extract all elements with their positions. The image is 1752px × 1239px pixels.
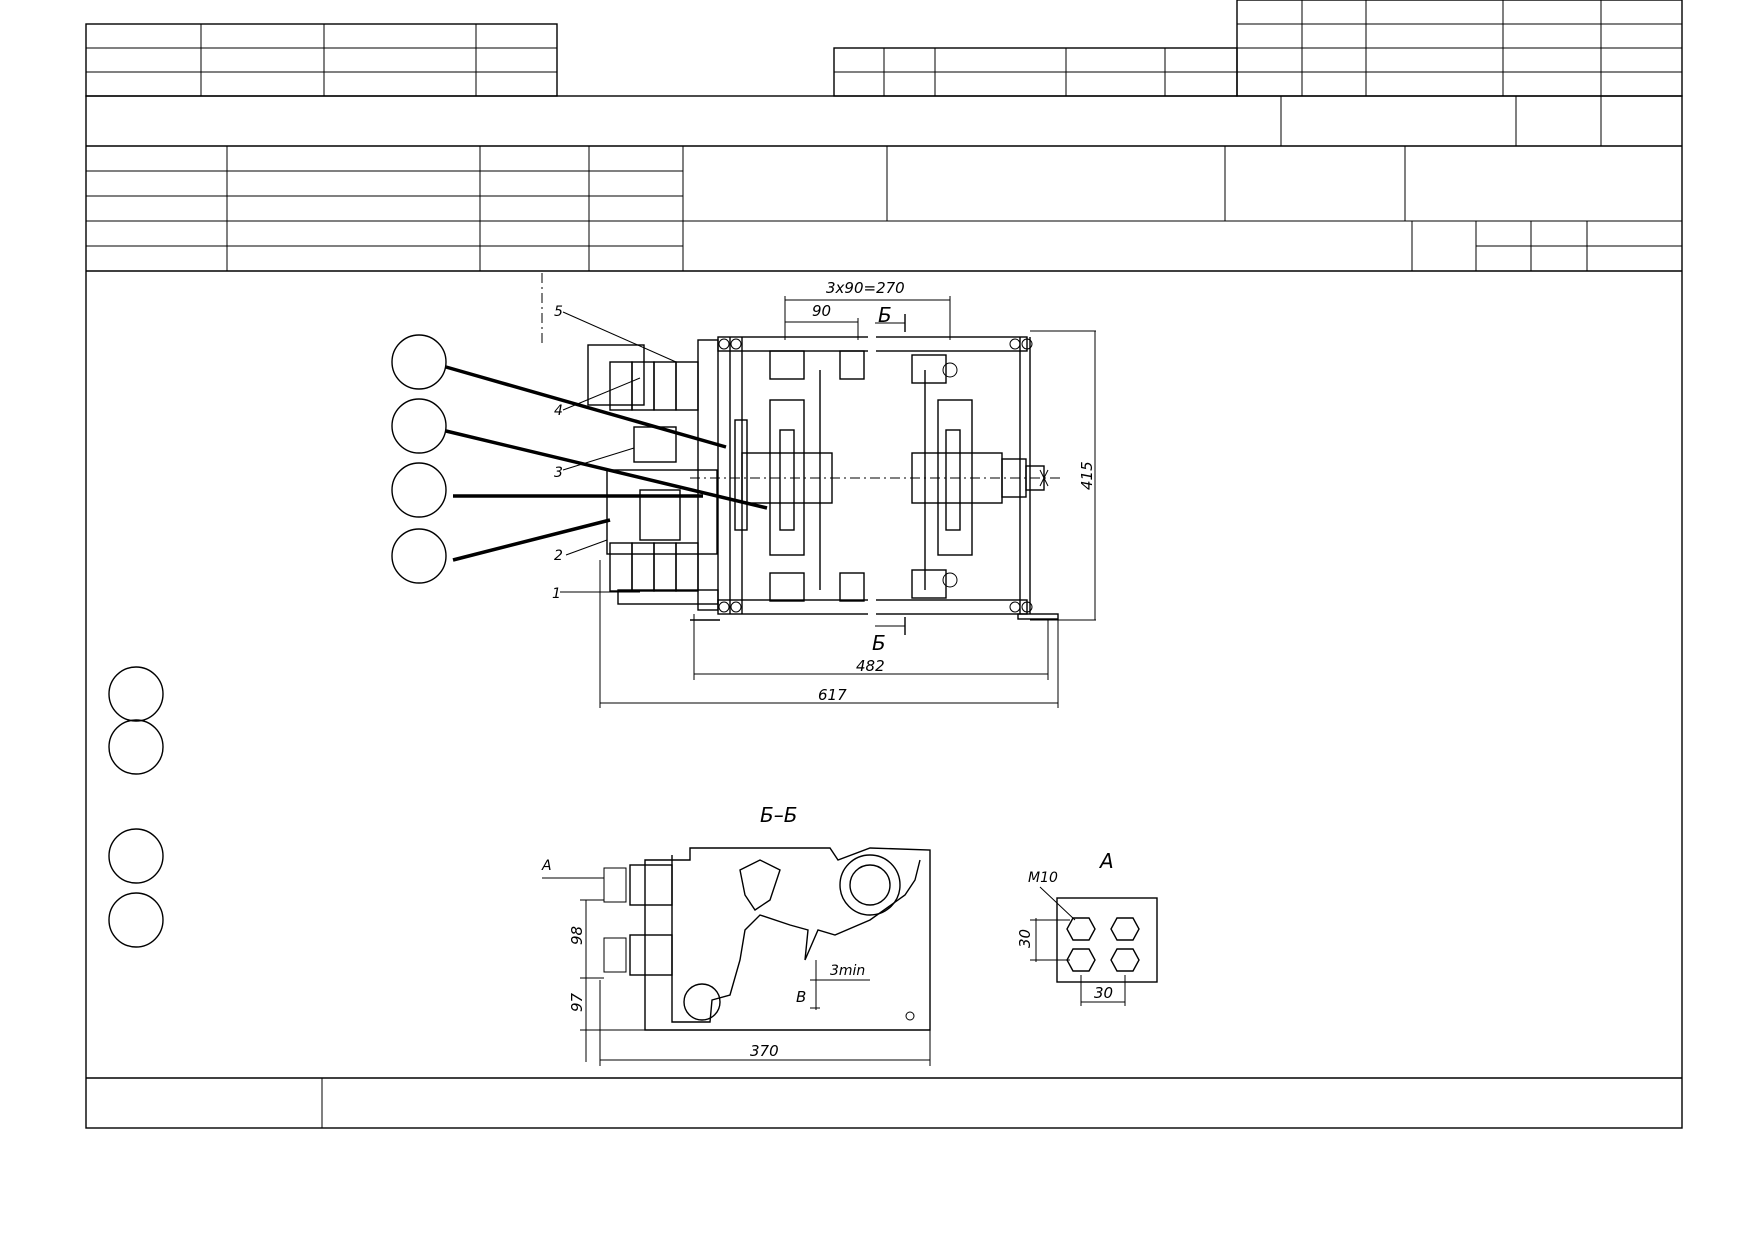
dim-482-label: 482 (856, 657, 885, 675)
main-frame (85, 95, 1683, 1129)
callout-circle (108, 666, 164, 722)
detail-view: A M10 30 30 (1016, 849, 1158, 1006)
part-number-1: 1 (552, 586, 561, 602)
dim-370-label: 370 (750, 1042, 779, 1060)
dim-90-label: 90 (812, 302, 831, 320)
dim-617-label: 617 (818, 686, 847, 704)
part-number-3: 3 (554, 465, 563, 481)
callout-circle (108, 828, 164, 884)
dim-97-label: 97 (568, 992, 586, 1012)
dim-3min-label: 3min (830, 963, 865, 979)
header-tables (85, 0, 1683, 1129)
part-number-2: 2 (554, 548, 563, 564)
stamp-grid-top-middle (833, 47, 1238, 97)
view-arrow-label: A (541, 858, 552, 874)
dim-pitch-label: 3x90=270 (826, 279, 905, 297)
section-view: Б–Б A 98 97 3min В 370 (541, 803, 931, 1066)
dim-98-label: 98 (568, 926, 586, 945)
thread-label: M10 (1028, 870, 1058, 886)
plan-view: 3x90=270 90 Б Б 415 482 617 5 4 3 2 1 (541, 273, 1096, 708)
detail-title: A (1098, 849, 1114, 873)
callout-circle (108, 892, 164, 948)
dim-v-label: 30 (1016, 929, 1034, 948)
callout-circle (391, 398, 447, 454)
stamp-grid-top-left (85, 23, 558, 97)
dim-height-label: 415 (1078, 461, 1096, 490)
section-mark-bottom: Б (872, 631, 886, 655)
frame-bolts (718, 338, 1033, 613)
side-balloons (108, 666, 164, 948)
part-number-4: 4 (554, 403, 563, 419)
part-number-5: 5 (554, 304, 563, 320)
callout-balloons (391, 334, 768, 584)
callout-circle (108, 719, 164, 775)
callout-circle (391, 334, 447, 390)
dim-h-label: 30 (1094, 984, 1113, 1002)
section-mark-top: Б (878, 303, 892, 327)
mark-b-label: В (796, 988, 806, 1006)
stamp-grid-top-right (1236, 0, 1683, 97)
section-title: Б–Б (760, 803, 797, 827)
callout-circle (391, 462, 447, 518)
callout-circle (391, 528, 447, 584)
